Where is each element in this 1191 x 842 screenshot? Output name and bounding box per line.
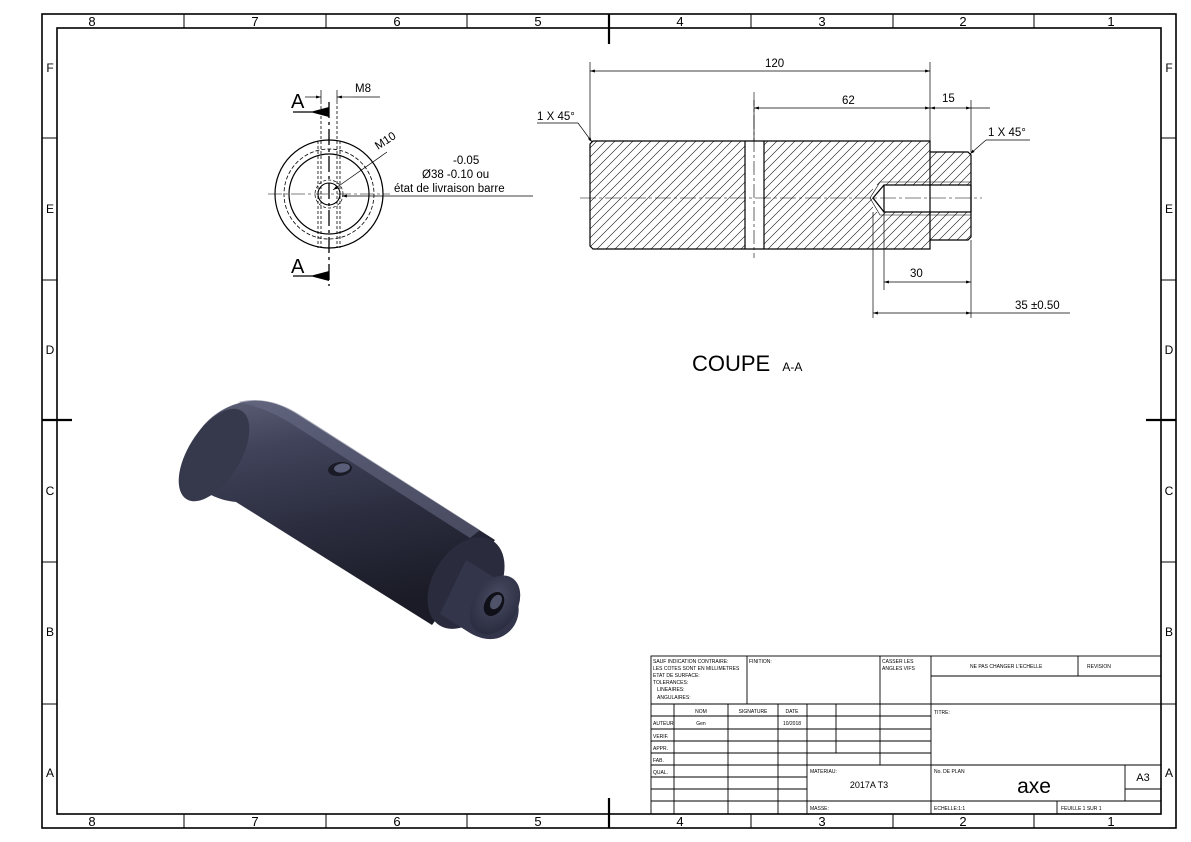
tb-col-signature: SIGNATURE <box>739 709 768 715</box>
tb-note: SAUF INDICATION CONTRAIRE: <box>653 659 728 665</box>
row-label: C <box>1165 484 1174 498</box>
row-label: B <box>1165 625 1173 639</box>
tb-revision: REVISION <box>1087 664 1111 670</box>
dim-tol-upper: -0.05 <box>453 155 479 167</box>
tb-role: FAB. <box>653 758 664 764</box>
row-label: E <box>46 202 54 216</box>
section-mark-a-top: A <box>291 91 305 113</box>
tb-note: TOLERANCES: <box>653 680 688 686</box>
col-label: 7 <box>251 814 258 829</box>
col-label: 5 <box>534 814 541 829</box>
dim-15: 15 <box>942 93 955 105</box>
col-label: 1 <box>1107 814 1114 829</box>
dim-diameter: Ø38 -0.10 ou <box>422 169 489 181</box>
column-labels-bottom: 8 7 6 5 4 3 2 1 <box>88 814 1114 829</box>
svg-text:COUPE A-A: COUPE A-A <box>692 351 802 376</box>
dim-62: 62 <box>842 95 855 107</box>
tb-part-name: axe <box>1017 775 1051 798</box>
tb-casser-1: CASSER LES <box>882 659 914 665</box>
stock-note: état de livraison barre <box>394 183 505 195</box>
tb-materiau-label: MATERIAU: <box>810 769 837 775</box>
section-title-suffix: A-A <box>782 360 802 374</box>
title-block: SAUF INDICATION CONTRAIRE: LES COTES SON… <box>650 655 1162 815</box>
section-mark-a-bottom: A <box>291 256 305 278</box>
dim-m10: M10 <box>373 130 398 152</box>
col-label: 6 <box>393 814 400 829</box>
tb-col-nom: NOM <box>695 709 707 715</box>
col-label: 1 <box>1107 14 1114 29</box>
tb-casser-2: ANGLES VIFS <box>882 666 915 672</box>
tb-role: APPR. <box>653 746 668 752</box>
row-label: A <box>1165 766 1173 780</box>
tb-note: LES COTES SONT EN MILLIMETRES <box>653 666 740 672</box>
tb-note: LINEAIRES: <box>657 687 685 693</box>
col-label: 4 <box>676 14 683 29</box>
tb-echelle: ECHELLE:1:1 <box>934 806 965 812</box>
row-label: A <box>46 766 54 780</box>
tb-scale-note: NE PAS CHANGER L'ECHELLE <box>970 664 1043 670</box>
col-label: 6 <box>393 14 400 29</box>
col-label: 8 <box>88 814 95 829</box>
row-label: D <box>46 343 55 357</box>
row-label: F <box>1165 61 1172 75</box>
tb-finition: FINITION: <box>749 659 772 665</box>
dim-m8: M8 <box>355 83 371 95</box>
front-view: A A M8 M10 -0.05 Ø38 -0.10 ou état de li… <box>268 83 533 286</box>
dim-30: 30 <box>910 268 923 280</box>
tb-feuille: FEUILLE 1 SUR 1 <box>1061 806 1102 812</box>
tb-masse: MASSE: <box>810 806 829 812</box>
chamfer-left: 1 X 45° <box>537 111 575 123</box>
col-label: 7 <box>251 14 258 29</box>
row-label: C <box>46 484 55 498</box>
row-label: B <box>46 625 54 639</box>
tb-role: AUTEUR <box>653 721 674 727</box>
tb-author-date: 10/2018 <box>783 721 801 727</box>
tb-role: QUAL. <box>653 770 668 776</box>
col-label: 3 <box>818 814 825 829</box>
dim-35-tolerance: 35 ±0.50 <box>1015 300 1060 312</box>
tb-materiau-value: 2017A T3 <box>850 780 888 790</box>
tb-format: A3 <box>1136 772 1149 784</box>
dim-overall-length: 120 <box>765 58 784 70</box>
row-labels-left: F E D C B A <box>46 61 55 780</box>
col-label: 3 <box>818 14 825 29</box>
col-label: 5 <box>534 14 541 29</box>
tb-author-name: Gen <box>696 721 706 727</box>
tb-role: VERIF. <box>653 734 669 740</box>
chamfer-right: 1 X 45° <box>988 127 1026 139</box>
section-title: COUPE <box>692 351 770 376</box>
column-labels-top: 8 7 6 5 4 3 2 1 <box>88 14 1114 29</box>
col-label: 4 <box>676 814 683 829</box>
sheet-border <box>41 13 1177 829</box>
row-label: D <box>1165 343 1174 357</box>
row-labels-right: F E D C B A <box>1165 61 1174 780</box>
tb-note: ANGULAIRES: <box>657 695 691 701</box>
tb-note: ETAT DE SURFACE: <box>653 673 700 679</box>
isometric-view <box>178 399 521 640</box>
col-label: 2 <box>959 14 966 29</box>
tb-col-date: DATE <box>786 709 800 715</box>
tb-no-plan: No. DE PLAN <box>934 769 965 775</box>
row-label: E <box>1165 202 1173 216</box>
row-label: F <box>46 61 53 75</box>
tb-titre: TITRE: <box>934 710 950 716</box>
section-view: 120 62 15 30 35 ±0.50 1 X 45° 1 X 45° CO… <box>537 58 1070 376</box>
col-label: 8 <box>88 14 95 29</box>
col-label: 2 <box>959 814 966 829</box>
